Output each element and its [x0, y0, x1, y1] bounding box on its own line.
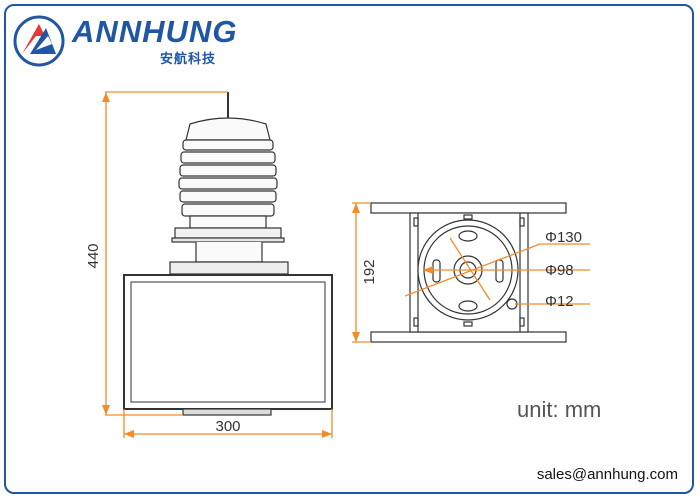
front-width-label: 300: [215, 418, 240, 435]
front-dimensions: [102, 91, 333, 438]
callout-phi98: Φ98: [545, 262, 574, 279]
contact-email: sales@annhung.com: [536, 466, 678, 483]
top-height-label: 192: [361, 259, 378, 284]
annhung-logo-icon: [13, 15, 65, 67]
brand-name: ANNHUNG: [72, 14, 238, 49]
front-height-label: 440: [85, 243, 102, 268]
top-view: [370, 202, 567, 343]
brand-subtitle: 安航科技: [160, 52, 217, 67]
callout-phi130: Φ130: [545, 229, 582, 246]
top-view-leaders: [352, 202, 590, 343]
page-border: [4, 4, 694, 494]
unit-label: unit: mm: [517, 397, 601, 422]
callout-phi12: Φ12: [545, 293, 574, 310]
front-view: [123, 92, 333, 416]
